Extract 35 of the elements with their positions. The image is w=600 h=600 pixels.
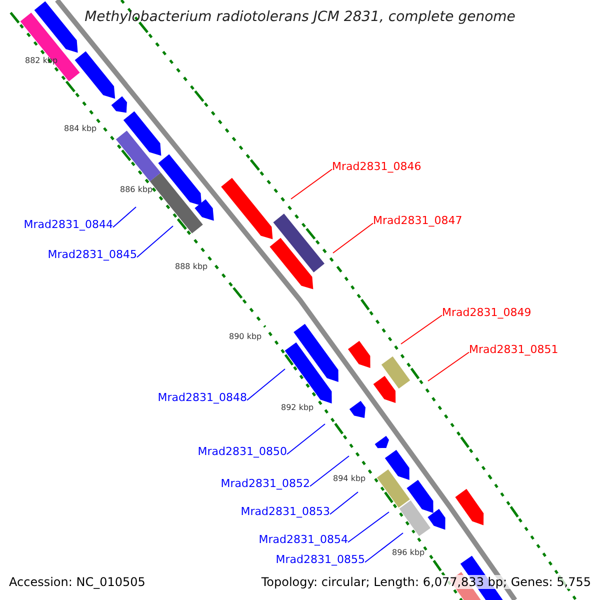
gene-label: Mrad2831_0851 — [469, 344, 558, 355]
scale-label: 896 kbp — [392, 549, 425, 557]
scale-label: 884 kbp — [64, 125, 97, 133]
leader-line — [286, 424, 326, 455]
scale-label: 882 kbp — [25, 57, 58, 65]
scale-label: 886 kbp — [120, 186, 153, 194]
genome-stats-text: Topology: circular; Length: 6,077,833 bp; Genes: 5,755 — [261, 575, 591, 589]
leader-line — [246, 368, 286, 401]
leader-line — [348, 512, 390, 543]
scale-label: 892 kbp — [281, 404, 314, 412]
leader-line — [310, 456, 350, 487]
leader-line — [112, 206, 136, 228]
gene-label: Mrad2831_0849 — [442, 307, 532, 318]
leader-line — [290, 168, 332, 200]
leader-line — [428, 352, 470, 382]
gene-label: Mrad2831_0848 — [158, 392, 247, 403]
map-title: Methylobacterium radiotolerans JCM 2831, complete genome — [84, 10, 516, 24]
gene-label: Mrad2831_0854 — [258, 534, 348, 545]
leader-line — [330, 492, 358, 515]
scale-label: 894 kbp — [333, 475, 366, 483]
gene-label: Mrad2831_0846 — [332, 161, 422, 172]
leader-line — [364, 532, 404, 563]
scale-label: 888 kbp — [175, 263, 208, 271]
leader-line — [400, 314, 442, 344]
gene-label: Mrad2831_0852 — [220, 478, 310, 489]
leader-line — [136, 226, 174, 258]
accession-text: Accession: NC_010505 — [9, 575, 146, 589]
gene-label: Mrad2831_0855 — [276, 554, 365, 565]
gene-label: Mrad2831_0850 — [198, 446, 287, 457]
gene-label: Mrad2831_0844 — [24, 219, 113, 230]
leader-line — [332, 222, 374, 254]
gene-label: Mrad2831_0847 — [373, 215, 462, 226]
scale-label: 890 kbp — [229, 333, 262, 341]
gene-label: Mrad2831_0853 — [240, 506, 330, 517]
gene-label: Mrad2831_0845 — [48, 249, 137, 260]
